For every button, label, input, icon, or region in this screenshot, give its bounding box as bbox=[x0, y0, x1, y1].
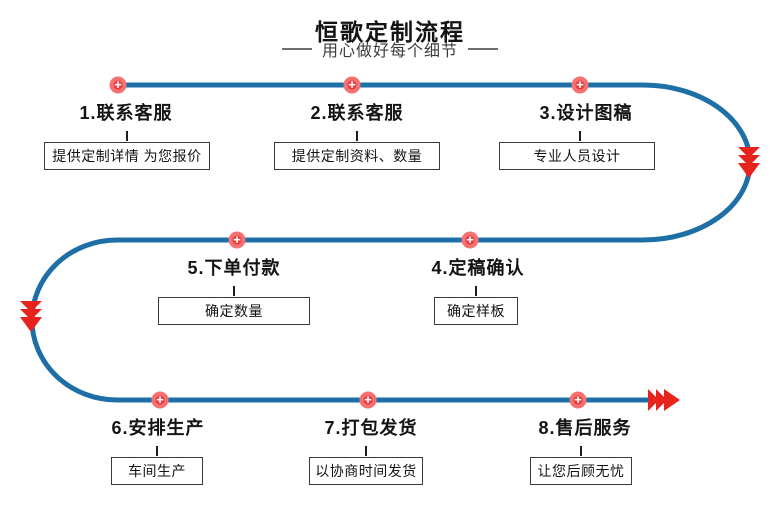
step-detail-box-4: 确定样板 bbox=[434, 297, 518, 325]
step-connector-7 bbox=[365, 446, 367, 456]
step-marker-7: + bbox=[359, 391, 377, 409]
step-label-1: 1.联系客服 bbox=[79, 103, 173, 123]
subtitle-text: 用心做好每个细节 bbox=[321, 43, 458, 60]
step-marker-8: + bbox=[569, 391, 587, 409]
page-title: 恒歌定制流程 bbox=[315, 19, 465, 45]
step-label-2: 2.联系客服 bbox=[310, 103, 404, 123]
subtitle-right-dash bbox=[468, 48, 498, 50]
step-connector-4 bbox=[475, 286, 477, 296]
flow-path bbox=[29, 82, 753, 403]
step-label-7: 7.打包发货 bbox=[324, 418, 418, 438]
down-arrow-right-curve-icon bbox=[738, 147, 760, 178]
step-marker-1: + bbox=[109, 76, 127, 94]
step-label-8: 8.售后服务 bbox=[538, 418, 632, 438]
right-arrow-end-icon bbox=[648, 389, 680, 411]
down-arrow-left-curve-icon bbox=[20, 301, 42, 332]
step-label-6: 6.安排生产 bbox=[111, 418, 205, 438]
step-marker-4: + bbox=[461, 231, 479, 249]
page-subtitle: 用心做好每个细节 bbox=[0, 40, 780, 60]
step-label-5: 5.下单付款 bbox=[187, 258, 281, 278]
step-connector-8 bbox=[580, 446, 582, 456]
plus-icon: + bbox=[348, 77, 356, 92]
step-marker-5: + bbox=[228, 231, 246, 249]
step-marker-3: + bbox=[571, 76, 589, 94]
plus-icon: + bbox=[364, 392, 372, 407]
step-detail-box-2: 提供定制资料、数量 bbox=[274, 142, 440, 170]
step-label-4: 4.定稿确认 bbox=[431, 258, 525, 278]
step-connector-5 bbox=[233, 286, 235, 296]
step-detail-box-7: 以协商时间发货 bbox=[309, 457, 423, 485]
step-connector-3 bbox=[579, 131, 581, 141]
plus-icon: + bbox=[114, 77, 122, 92]
subtitle-left-dash bbox=[281, 48, 312, 50]
step-detail-box-3: 专业人员设计 bbox=[499, 142, 655, 170]
step-connector-2 bbox=[356, 131, 358, 141]
step-connector-6 bbox=[156, 446, 158, 456]
step-marker-2: + bbox=[343, 76, 361, 94]
plus-icon: + bbox=[156, 392, 164, 407]
plus-icon: + bbox=[233, 232, 241, 247]
plus-icon: + bbox=[466, 232, 474, 247]
step-detail-box-8: 让您后顾无忧 bbox=[530, 457, 632, 485]
step-detail-box-1: 提供定制详情 为您报价 bbox=[44, 142, 210, 170]
step-marker-6: + bbox=[151, 391, 169, 409]
step-connector-1 bbox=[126, 131, 128, 141]
plus-icon: + bbox=[576, 77, 584, 92]
step-detail-box-6: 车间生产 bbox=[111, 457, 203, 485]
step-detail-box-5: 确定数量 bbox=[158, 297, 310, 325]
plus-icon: + bbox=[574, 392, 582, 407]
step-label-3: 3.设计图稿 bbox=[539, 103, 633, 123]
